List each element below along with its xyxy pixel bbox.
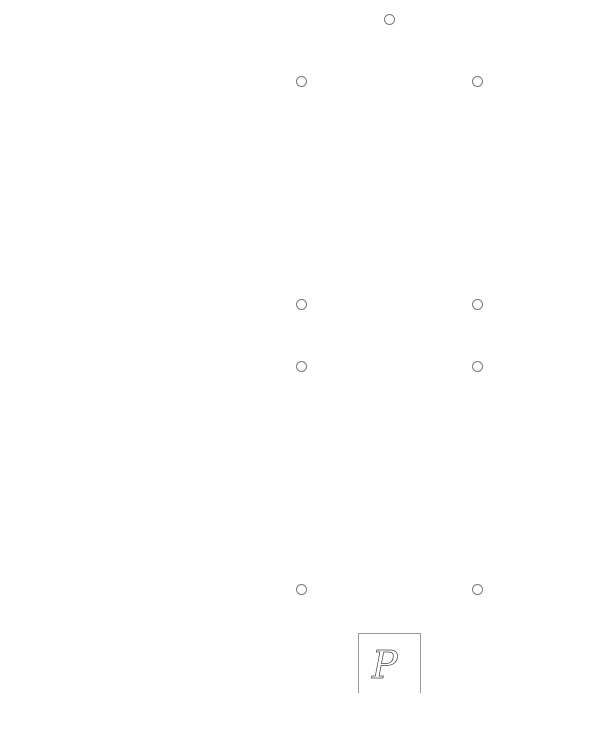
node-middle-left-b[interactable]: [296, 361, 307, 372]
node-upper-left[interactable]: [296, 76, 307, 87]
node-lower-left[interactable]: [296, 584, 307, 595]
node-middle-left-a[interactable]: [296, 299, 307, 310]
node-middle-right-b[interactable]: [472, 361, 483, 372]
outlined-italic-p-icon: P: [371, 643, 400, 688]
letter-tile[interactable]: P: [358, 633, 421, 693]
node-middle-right-a[interactable]: [472, 299, 483, 310]
node-upper-right[interactable]: [472, 76, 483, 87]
tile-letter: P: [371, 643, 399, 687]
node-lower-right[interactable]: [472, 584, 483, 595]
node-top[interactable]: [384, 14, 395, 25]
